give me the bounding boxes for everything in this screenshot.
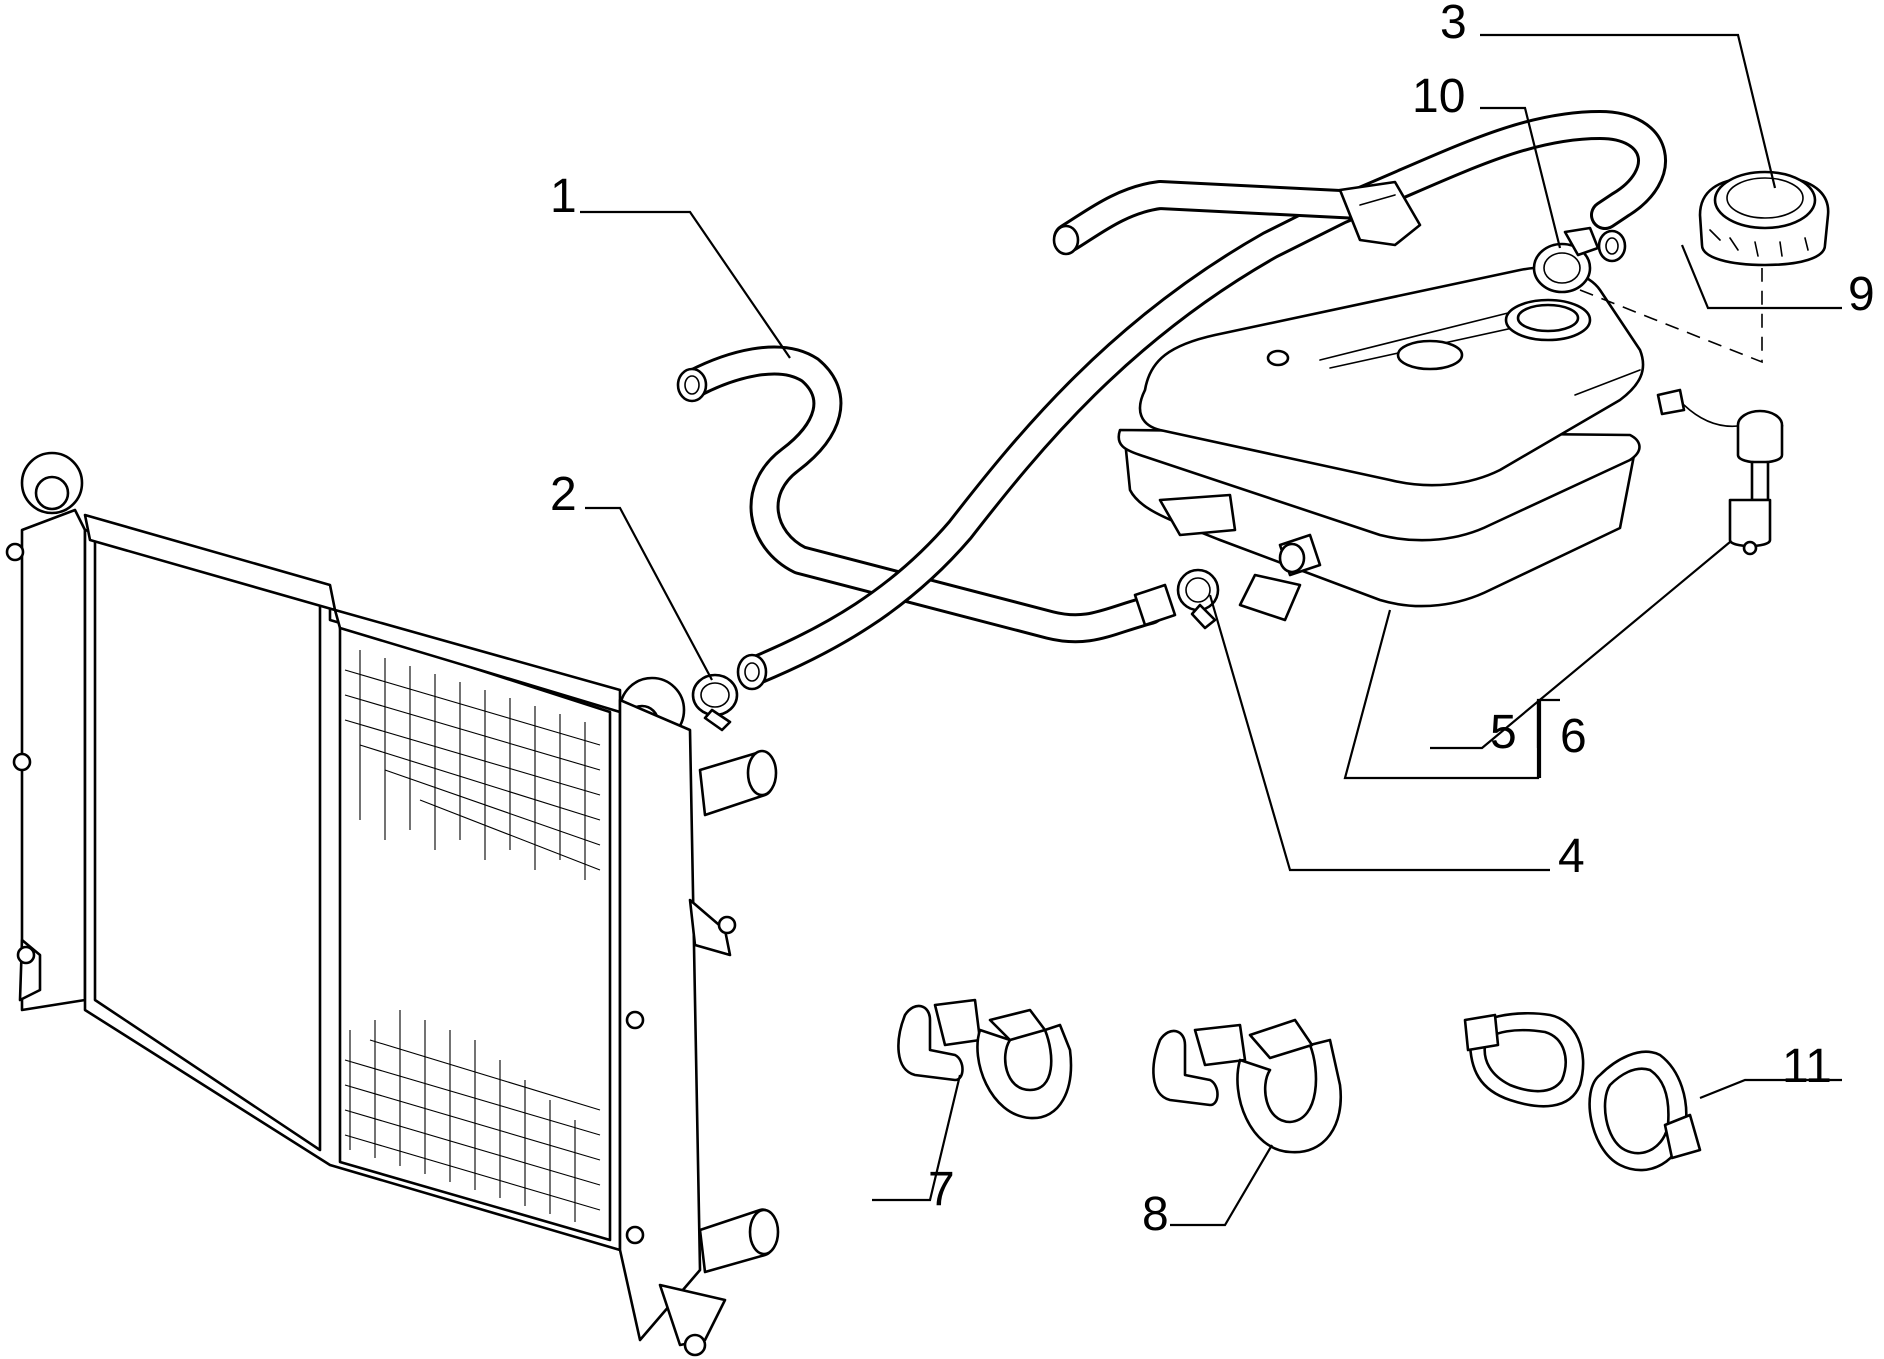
- hose-2: [736, 110, 1667, 691]
- callout-5: 5: [1490, 706, 1517, 759]
- callout-1: 1: [550, 170, 577, 223]
- callout-9: 9: [1848, 268, 1875, 321]
- radiator: [5, 451, 780, 1357]
- callout-3: 3: [1440, 0, 1467, 49]
- clip-7: [897, 998, 1073, 1120]
- callout-10: 10: [1412, 70, 1465, 123]
- callout-2: 2: [550, 468, 577, 521]
- callout-11: 11: [1782, 1040, 1832, 1093]
- leader-lines: [580, 33, 1842, 1227]
- clamp-2: [691, 673, 739, 732]
- cap-assembly-line: [1579, 268, 1763, 364]
- reservoir-cap: [1698, 170, 1830, 267]
- callout-6: 6: [1560, 710, 1587, 763]
- clamp-10: [1532, 226, 1600, 294]
- clip-8: [1152, 1018, 1343, 1154]
- radiator-core-fins: [344, 650, 601, 1222]
- hose-1: [676, 345, 1177, 644]
- clip-11: [1463, 1012, 1702, 1172]
- level-sensor: [1656, 388, 1784, 556]
- clamp-4: [1176, 568, 1220, 630]
- callout-7: 7: [928, 1163, 955, 1216]
- expansion-tank: [1117, 266, 1645, 622]
- callout-8: 8: [1142, 1188, 1169, 1241]
- callout-4: 4: [1558, 830, 1585, 883]
- hose-3: [1052, 180, 1422, 256]
- callout-numbers: 1 2 3 4 5 6 7 8 9 10 11: [550, 0, 1875, 1241]
